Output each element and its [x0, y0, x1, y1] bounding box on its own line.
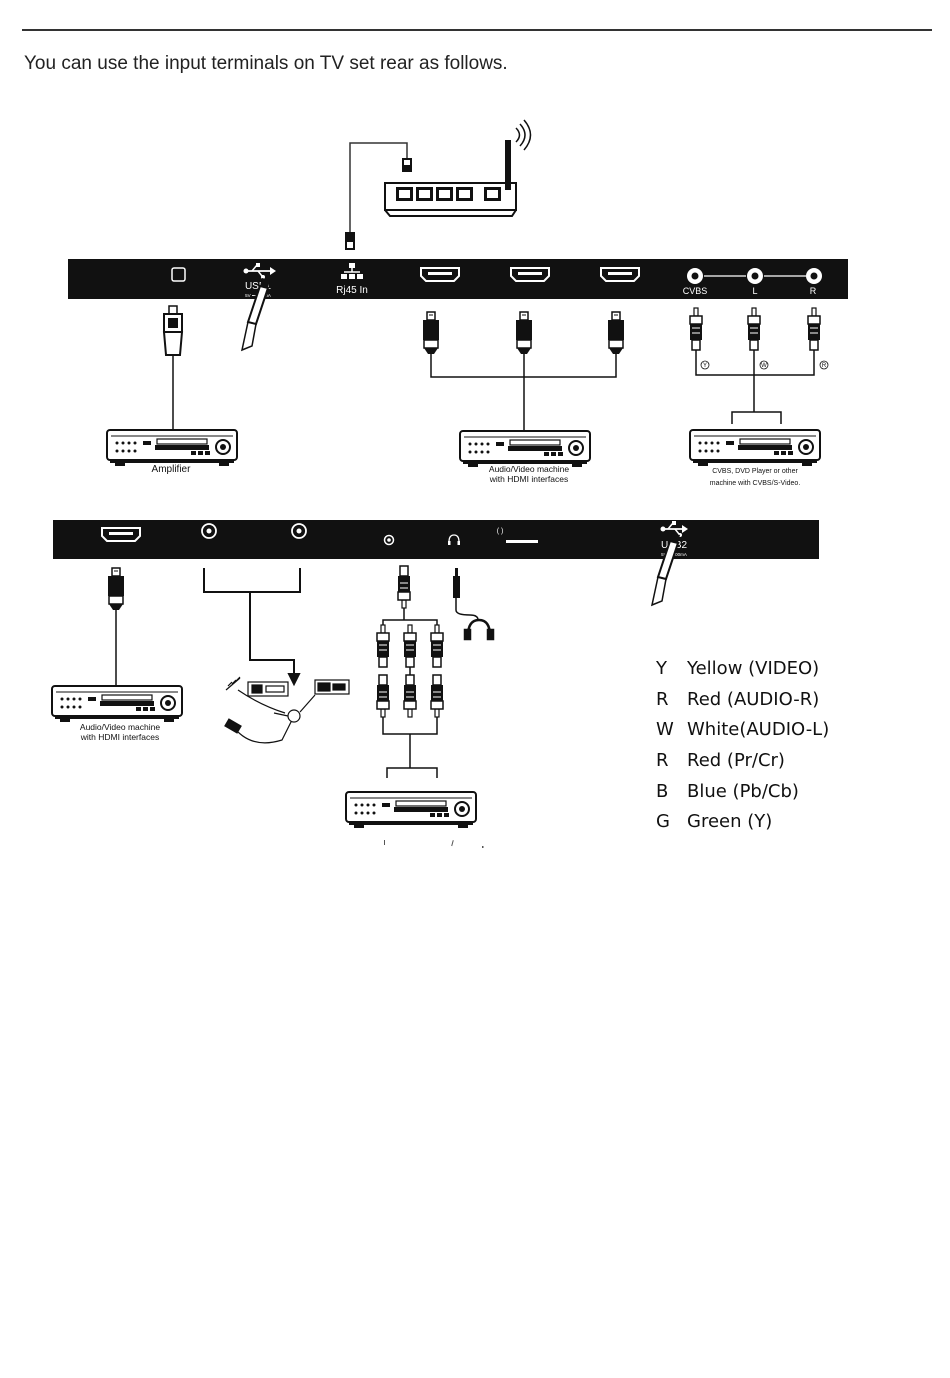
top-rule: [22, 29, 932, 31]
svg-text:W: W: [761, 363, 767, 369]
optical-plug-icon: [162, 305, 184, 430]
top-panel: [68, 259, 848, 299]
ethernet-cable: [345, 142, 412, 250]
legend-row: G Green (Y): [656, 807, 829, 838]
legend-code: Y: [656, 658, 667, 679]
svg-text:Y: Y: [703, 363, 707, 369]
plug-tags: Y W R: [700, 360, 829, 370]
headphone-plug: [453, 568, 479, 621]
hdmi-plug-icon: [107, 567, 125, 611]
antenna-icon: [224, 676, 350, 744]
component-plugs: [376, 619, 444, 778]
dvd-player-icon: [345, 791, 477, 829]
legend-desc: Blue (Pb/Cb): [687, 780, 799, 802]
rca-jacks: [687, 268, 822, 284]
av-hdmi-label-1: Audio/Video machine: [489, 464, 569, 474]
legend-row: R Red (Pr/Cr): [656, 746, 829, 777]
legend-desc: Green (Y): [687, 811, 773, 833]
faint-mark: ( ): [497, 528, 504, 535]
dvd-player-icon: [51, 685, 183, 723]
coax-port-icon[interactable]: [201, 523, 217, 539]
legend-code: R: [656, 750, 669, 772]
headphone-port-icon[interactable]: [448, 534, 460, 545]
dvd-player-icon: [459, 430, 591, 468]
legend-code: R: [656, 688, 669, 710]
rca-plug-icon: [398, 566, 410, 608]
hdmi-plug-icon: [422, 311, 440, 355]
legend-row: R Red (AUDIO-R): [656, 685, 829, 716]
legend-row: B Blue (Pb/Cb): [656, 777, 829, 808]
legend-code: W: [656, 719, 674, 741]
dvd-player-icon: [689, 429, 821, 467]
svg-text:R: R: [822, 363, 827, 369]
rca-plug-icon: [689, 307, 703, 351]
card-slot-icon[interactable]: [506, 540, 538, 543]
bottom-panel: [53, 520, 819, 559]
r-label: R: [810, 286, 817, 296]
cvbs-device-label-1: CVBS, DVD Player or other: [712, 468, 798, 475]
hdmi-plug-icon: [607, 311, 625, 355]
coax-port-icon[interactable]: [291, 523, 307, 539]
optical-port-icon[interactable]: [171, 267, 186, 282]
intro-text: You can use the input terminals on TV se…: [24, 53, 508, 74]
legend-code: B: [656, 780, 669, 802]
hdmi-plug-icon: [515, 311, 533, 355]
color-legend: Y Yellow (VIDEO) R Red (AUDIO-R) W White(AU…: [656, 654, 829, 838]
av-hdmi-label-2: with HDMI interfaces: [489, 474, 568, 484]
headphones-icon: [463, 618, 495, 641]
network-symbol-icon: [341, 263, 363, 279]
usb-symbol-icon: [243, 263, 276, 279]
av-hdmi2-label-1: Audio/Video machine: [80, 722, 160, 732]
legend-desc: Red (Pr/Cr): [687, 750, 785, 772]
l-label: L: [752, 286, 757, 296]
av-hdmi2-label-2: with HDMI interfaces: [80, 732, 159, 742]
legend-row: W White(AUDIO-L): [656, 715, 829, 746]
antenna-cable: [203, 568, 301, 687]
cvbs-device-label-2: machine with CVBS/S-Video.: [710, 480, 801, 487]
faint-marks: [384, 840, 484, 848]
legend-row: Y Yellow (VIDEO): [656, 654, 829, 685]
amplifier-label: Amplifier: [152, 464, 192, 475]
legend-code: G: [656, 811, 670, 833]
usb1-label: USB1: [245, 281, 272, 292]
rca-plug-icon: [807, 307, 821, 351]
legend-desc: Red (AUDIO-R): [687, 688, 820, 710]
hdmi-cables: [430, 354, 617, 432]
rca-cables: [695, 350, 815, 424]
rca-plug-icon: [747, 307, 761, 351]
legend-desc: White(AUDIO-L): [687, 719, 830, 741]
legend-desc: Yellow (VIDEO): [687, 658, 820, 679]
rj45-label: Rj45 In: [336, 285, 368, 296]
wifi-router-icon: [384, 119, 532, 217]
av-in-port-icon[interactable]: [383, 534, 395, 546]
dvd-player-icon: [106, 429, 238, 467]
cvbs-label: CVBS: [683, 286, 708, 296]
